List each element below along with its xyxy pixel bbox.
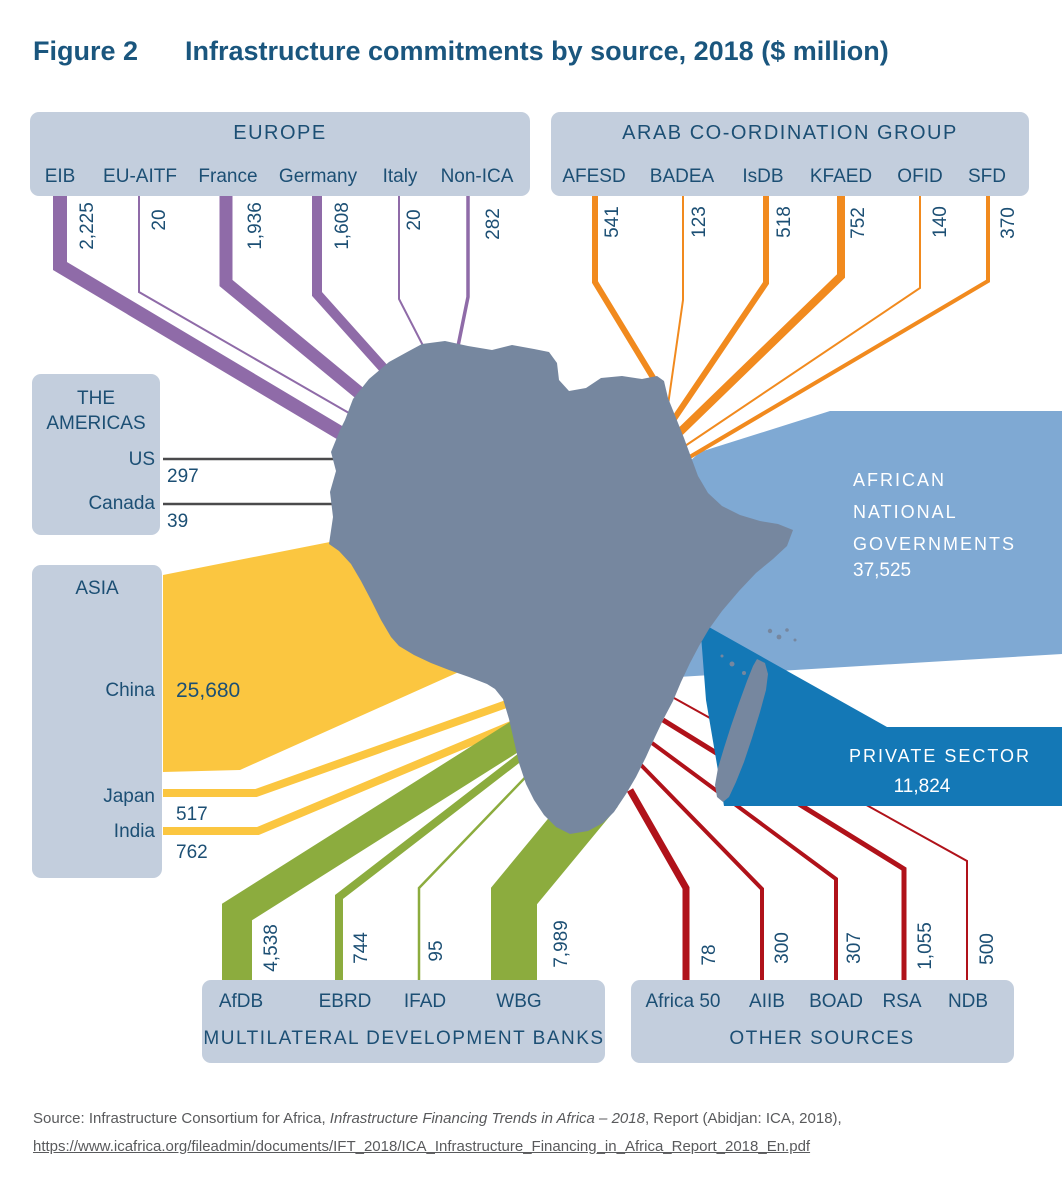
europe-value-eu-aitf: 20 bbox=[149, 209, 170, 231]
source-suffix: , Report (Abidjan: ICA, 2018), bbox=[644, 1110, 842, 1127]
arab-label-kfaed: KFAED bbox=[809, 166, 873, 187]
europe-ribbons bbox=[53, 195, 470, 447]
europe-label-germany: Germany bbox=[278, 166, 358, 187]
arab-value-isdb: 518 bbox=[774, 206, 795, 238]
europe-label-italy: Italy bbox=[382, 166, 418, 187]
arab-ribbons bbox=[592, 195, 990, 460]
europe-label-non-ica: Non-ICA bbox=[440, 166, 514, 187]
other-value-africa50: 78 bbox=[699, 944, 720, 966]
europe-value-eib: 2,225 bbox=[77, 202, 98, 250]
mdb-label-ebrd: EBRD bbox=[318, 991, 372, 1012]
africa-map bbox=[329, 341, 793, 834]
page-title: Infrastructure commitments by source, 20… bbox=[185, 36, 889, 66]
asia-value-japan: 517 bbox=[176, 804, 208, 825]
americas-box bbox=[32, 374, 160, 535]
mdb-value-wbg: 7,989 bbox=[551, 920, 572, 968]
ang-title-line1: AFRICAN bbox=[853, 470, 947, 490]
other-label-aiib: AIIB bbox=[749, 991, 785, 1012]
asia-value-china: 25,680 bbox=[176, 679, 241, 702]
source-link[interactable]: https://www.icafrica.org/fileadmin/docum… bbox=[33, 1138, 811, 1155]
europe-value-non-ica: 282 bbox=[483, 208, 504, 240]
source-link-row: https://www.icafrica.org/fileadmin/docum… bbox=[33, 1138, 810, 1155]
other-value-boad: 307 bbox=[844, 932, 865, 964]
islet-dots bbox=[720, 628, 797, 675]
asia-label-china: China bbox=[105, 680, 155, 701]
ang-title-line2: NATIONAL bbox=[853, 502, 958, 522]
ang-value: 37,525 bbox=[853, 560, 912, 581]
europe-title: EUROPE bbox=[233, 122, 327, 144]
americas-label-canada: Canada bbox=[88, 493, 155, 514]
other-label-ndb: NDB bbox=[947, 991, 989, 1012]
mdb-label-afdb: AfDB bbox=[218, 991, 264, 1012]
arab-box bbox=[551, 112, 1029, 196]
arab-value-sfd: 370 bbox=[998, 207, 1019, 239]
europe-label-eib: EIB bbox=[44, 166, 76, 187]
other-value-ndb: 500 bbox=[977, 933, 998, 965]
europe-label-france: France bbox=[198, 166, 258, 187]
americas-value-canada: 39 bbox=[167, 511, 189, 532]
europe-label-eu-aitf: EU-AITF bbox=[103, 166, 177, 187]
other-label-africa50: Africa 50 bbox=[645, 991, 721, 1012]
arab-label-afesd: AFESD bbox=[562, 166, 626, 187]
asia-value-india: 762 bbox=[176, 842, 208, 863]
source-prefix: Source: Infrastructure Consortium for Af… bbox=[33, 1110, 330, 1127]
americas-title-line1: THE bbox=[77, 388, 115, 409]
europe-value-italy: 20 bbox=[404, 209, 425, 231]
asia-label-india: India bbox=[113, 821, 155, 842]
madagascar-island bbox=[715, 659, 768, 802]
americas-value-us: 297 bbox=[167, 466, 199, 487]
other-label-rsa: RSA bbox=[882, 991, 922, 1012]
african-governments-band bbox=[625, 411, 1062, 679]
other-title: OTHER SOURCES bbox=[729, 1028, 915, 1049]
mdb-value-ifad: 95 bbox=[426, 940, 447, 962]
figure-label: Figure 2 bbox=[33, 36, 139, 66]
americas-lines bbox=[163, 457, 348, 506]
arab-label-isdb: IsDB bbox=[742, 166, 784, 187]
asia-title: ASIA bbox=[75, 578, 119, 599]
europe-value-germany: 1,608 bbox=[332, 202, 353, 250]
arab-value-kfaed: 752 bbox=[848, 207, 869, 239]
mdb-box bbox=[202, 980, 605, 1063]
other-value-rsa: 1,055 bbox=[915, 922, 936, 970]
source-note: Source: Infrastructure Consortium for Af… bbox=[33, 1110, 842, 1127]
private-sector-band bbox=[700, 622, 1062, 806]
americas-title-line2: AMERICAS bbox=[46, 413, 146, 434]
asia-box bbox=[32, 565, 162, 878]
mdb-title: MULTILATERAL DEVELOPMENT BANKS bbox=[203, 1028, 605, 1049]
private-sector-value: 11,824 bbox=[893, 776, 951, 797]
arab-title: ARAB CO-ORDINATION GROUP bbox=[622, 122, 958, 144]
arab-label-badea: BADEA bbox=[649, 166, 715, 187]
other-label-boad: BOAD bbox=[809, 991, 863, 1012]
other-value-aiib: 300 bbox=[772, 932, 793, 964]
americas-label-us: US bbox=[128, 449, 155, 470]
source-report-title: Infrastructure Financing Trends in Afric… bbox=[329, 1110, 645, 1127]
mdb-label-wbg: WBG bbox=[496, 991, 542, 1012]
arab-value-badea: 123 bbox=[689, 206, 710, 238]
europe-value-france: 1,936 bbox=[245, 202, 266, 250]
mdb-value-afdb: 4,538 bbox=[261, 924, 282, 972]
other-box bbox=[631, 980, 1014, 1063]
private-sector-title: PRIVATE SECTOR bbox=[848, 746, 1032, 766]
arab-label-sfd: SFD bbox=[968, 166, 1006, 187]
mdb-label-ifad: IFAD bbox=[403, 991, 447, 1012]
arab-value-ofid: 140 bbox=[930, 206, 951, 238]
arab-label-ofid: OFID bbox=[897, 166, 943, 187]
arab-value-afesd: 541 bbox=[602, 206, 623, 238]
asia-label-japan: Japan bbox=[103, 786, 155, 807]
mdb-value-ebrd: 744 bbox=[351, 932, 372, 964]
europe-box bbox=[30, 112, 530, 196]
ang-title-line3: GOVERNMENTS bbox=[853, 534, 1017, 554]
